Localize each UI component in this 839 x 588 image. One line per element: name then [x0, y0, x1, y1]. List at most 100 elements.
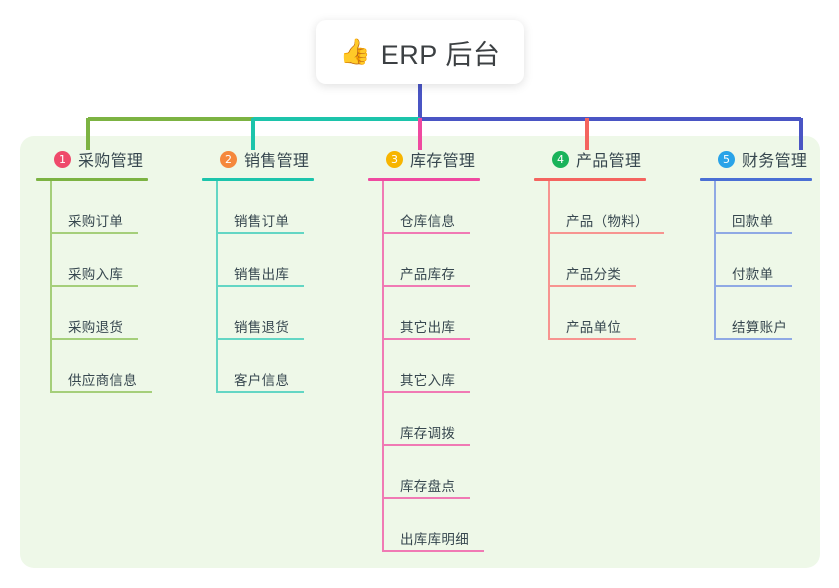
leaf-underline [548, 285, 636, 287]
leaf-spine-2 [216, 181, 218, 393]
leaf-node[interactable]: 结算账户 [714, 287, 812, 340]
leaf-node[interactable]: 回款单 [714, 181, 812, 234]
leaf-label: 采购退货 [68, 320, 124, 335]
leaf-underline [50, 338, 138, 340]
branch-column-5: 5 财务管理回款单付款单结算账户 [700, 146, 812, 340]
leaf-node[interactable]: 采购订单 [50, 181, 148, 234]
leaf-label: 销售出库 [234, 267, 290, 282]
leaf-node[interactable]: 出库库明细 [382, 499, 484, 552]
leaf-node[interactable]: 库存调拨 [382, 393, 480, 446]
leaf-underline [382, 338, 470, 340]
branch-badge-4: 4 [552, 150, 569, 168]
leaf-label: 销售订单 [234, 214, 290, 229]
leaf-underline [548, 232, 664, 234]
leaf-list-3: 仓库信息产品库存其它出库其它入库库存调拨库存盘点出库库明细 [368, 181, 484, 552]
leaf-underline [50, 285, 138, 287]
branch-title-5: 财务管理 [742, 153, 808, 170]
branch-column-2: 2 销售管理销售订单销售出库销售退货客户信息 [202, 146, 314, 393]
leaf-label: 采购入库 [68, 267, 124, 282]
leaf-underline [382, 550, 484, 552]
branch-title-2: 销售管理 [244, 153, 310, 170]
leaf-underline [216, 391, 304, 393]
leaf-node[interactable]: 采购入库 [50, 234, 148, 287]
leaf-label: 销售退货 [234, 320, 290, 335]
branch-badge-5: 5 [718, 150, 735, 168]
leaf-label: 回款单 [732, 214, 774, 229]
branch-header-3[interactable]: 3 库存管理 [368, 146, 480, 172]
leaf-underline [714, 232, 792, 234]
branch-header-4[interactable]: 4 产品管理 [534, 146, 655, 172]
leaf-list-2: 销售订单销售出库销售退货客户信息 [202, 181, 314, 393]
leaf-label: 出库库明细 [400, 532, 469, 547]
leaf-node[interactable]: 产品单位 [548, 287, 655, 340]
leaf-label: 其它入库 [400, 373, 456, 388]
leaf-node[interactable]: 供应商信息 [50, 340, 152, 393]
branch-underline-1 [36, 178, 148, 181]
branch-badge-1: 1 [54, 150, 71, 168]
leaf-label: 仓库信息 [400, 214, 456, 229]
branch-badge-2: 2 [220, 150, 237, 168]
root-title: ERP 后台 [380, 39, 501, 70]
leaf-underline [216, 338, 304, 340]
leaf-underline [216, 285, 304, 287]
root-node[interactable]: 👍 ERP 后台 [316, 20, 524, 84]
leaf-list-5: 回款单付款单结算账户 [700, 181, 812, 340]
leaf-node[interactable]: 其它出库 [382, 287, 480, 340]
leaf-underline [50, 391, 152, 393]
leaf-label: 产品单位 [566, 320, 622, 335]
leaf-label: 产品（物料） [566, 214, 649, 229]
leaf-spine-5 [714, 181, 716, 340]
content-panel [20, 136, 820, 568]
leaf-node[interactable]: 销售订单 [216, 181, 314, 234]
branch-header-1[interactable]: 1 采购管理 [36, 146, 148, 172]
leaf-node[interactable]: 付款单 [714, 234, 812, 287]
leaf-spine-4 [548, 181, 550, 340]
leaf-label: 客户信息 [234, 373, 290, 388]
branch-title-1: 采购管理 [78, 153, 144, 170]
branch-column-3: 3 库存管理仓库信息产品库存其它出库其它入库库存调拨库存盘点出库库明细 [368, 146, 484, 552]
leaf-underline [216, 232, 304, 234]
leaf-node[interactable]: 销售出库 [216, 234, 314, 287]
leaf-node[interactable]: 产品（物料） [548, 181, 664, 234]
leaf-node[interactable]: 客户信息 [216, 340, 314, 393]
leaf-underline [548, 338, 636, 340]
branch-title-4: 产品管理 [576, 153, 642, 170]
branch-underline-5 [700, 178, 812, 181]
leaf-node[interactable]: 产品分类 [548, 234, 655, 287]
leaf-label: 库存调拨 [400, 426, 456, 441]
leaf-label: 产品分类 [566, 267, 622, 282]
leaf-label: 付款单 [732, 267, 774, 282]
leaf-node[interactable]: 库存盘点 [382, 446, 480, 499]
branch-badge-3: 3 [386, 150, 403, 168]
leaf-spine-1 [50, 181, 52, 393]
branch-title-3: 库存管理 [410, 153, 476, 170]
leaf-underline [382, 497, 470, 499]
branch-column-1: 1 采购管理采购订单采购入库采购退货供应商信息 [36, 146, 152, 393]
leaf-node[interactable]: 采购退货 [50, 287, 148, 340]
leaf-underline [50, 232, 138, 234]
leaf-label: 库存盘点 [400, 479, 456, 494]
leaf-node[interactable]: 产品库存 [382, 234, 480, 287]
branch-underline-3 [368, 178, 480, 181]
leaf-list-4: 产品（物料） 产品分类产品单位 [534, 181, 664, 340]
branch-header-2[interactable]: 2 销售管理 [202, 146, 314, 172]
leaf-label: 其它出库 [400, 320, 456, 335]
leaf-label: 产品库存 [400, 267, 456, 282]
thumbs-up-icon: 👍 [339, 37, 371, 66]
leaf-underline [714, 338, 792, 340]
leaf-list-1: 采购订单采购入库采购退货供应商信息 [36, 181, 152, 393]
leaf-spine-3 [382, 181, 384, 552]
branch-column-4: 4 产品管理产品（物料） 产品分类产品单位 [534, 146, 664, 340]
branch-underline-2 [202, 178, 314, 181]
branch-header-5[interactable]: 5 财务管理 [700, 146, 812, 172]
leaf-node[interactable]: 仓库信息 [382, 181, 480, 234]
leaf-label: 供应商信息 [68, 373, 137, 388]
leaf-label: 采购订单 [68, 214, 124, 229]
leaf-node[interactable]: 销售退货 [216, 287, 314, 340]
leaf-underline [714, 285, 792, 287]
leaf-underline [382, 232, 470, 234]
leaf-underline [382, 444, 470, 446]
leaf-node[interactable]: 其它入库 [382, 340, 480, 393]
